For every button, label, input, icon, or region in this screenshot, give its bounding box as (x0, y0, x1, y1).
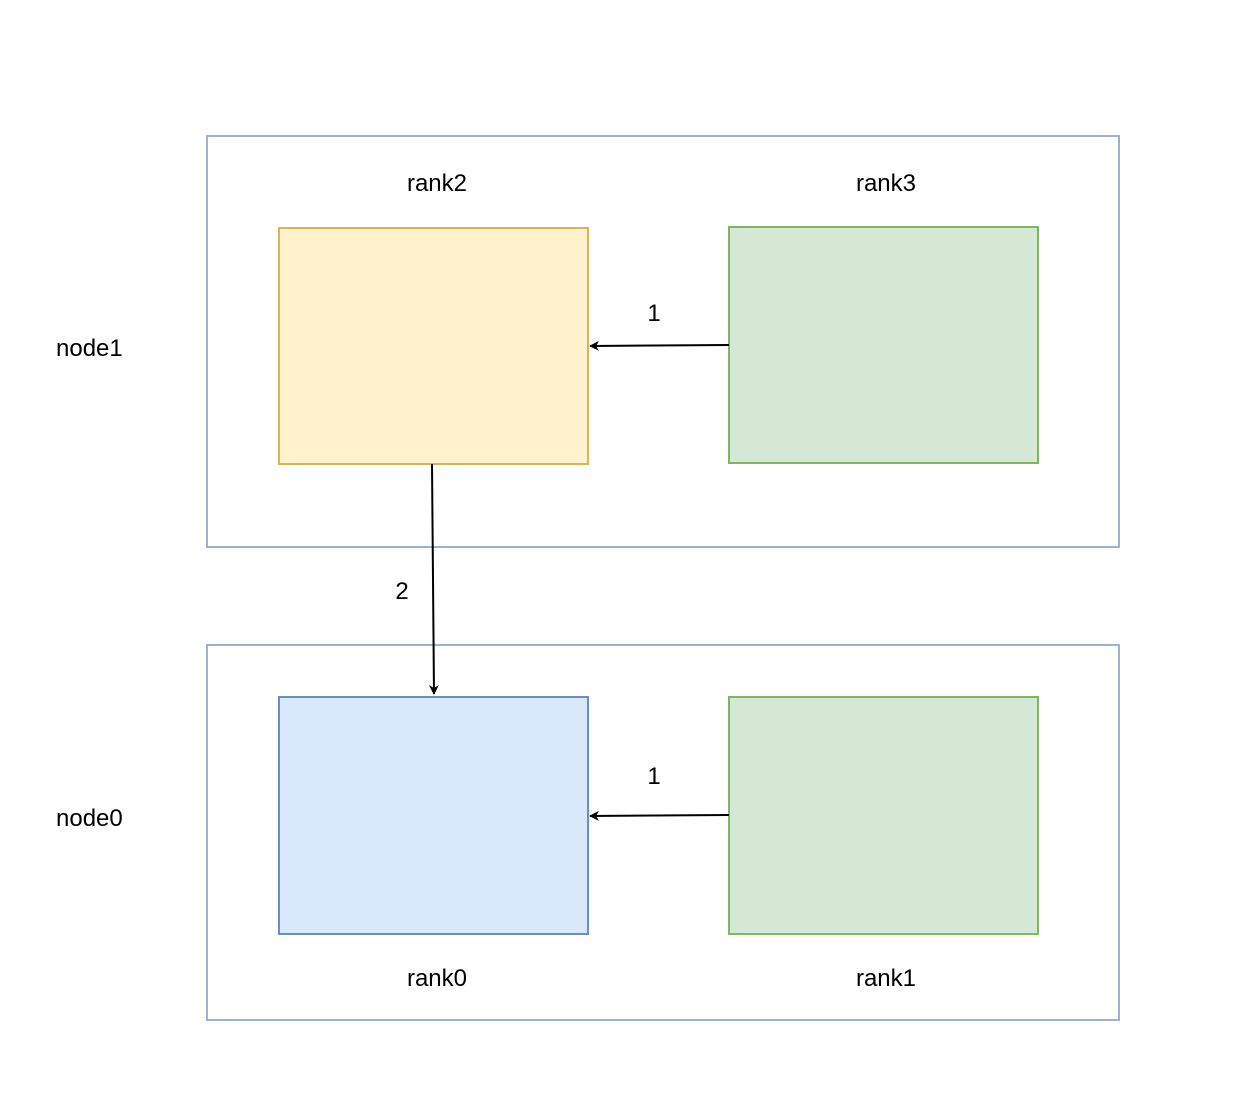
edge-rank1-to-rank0 (589, 810, 730, 821)
rank2-label: rank2 (407, 170, 467, 197)
rank3-box (728, 226, 1039, 464)
node1-container (206, 135, 1120, 548)
edge-label-rank2-rank0: 2 (395, 578, 408, 605)
rank0-label: rank0 (407, 965, 467, 992)
edge-rank3-to-rank2 (589, 340, 730, 351)
edge-label-rank1-rank0: 1 (647, 763, 660, 790)
node1-label: node1 (56, 335, 123, 362)
rank0-box (278, 696, 589, 935)
edge-label-rank3-rank2: 1 (647, 300, 660, 327)
rank1-label: rank1 (856, 965, 916, 992)
rank2-box (278, 227, 589, 465)
rank3-label: rank3 (856, 170, 916, 197)
edge-rank2-to-rank0 (428, 463, 439, 695)
node0-label: node0 (56, 805, 123, 832)
rank1-box (728, 696, 1039, 935)
node0-container (206, 644, 1120, 1021)
